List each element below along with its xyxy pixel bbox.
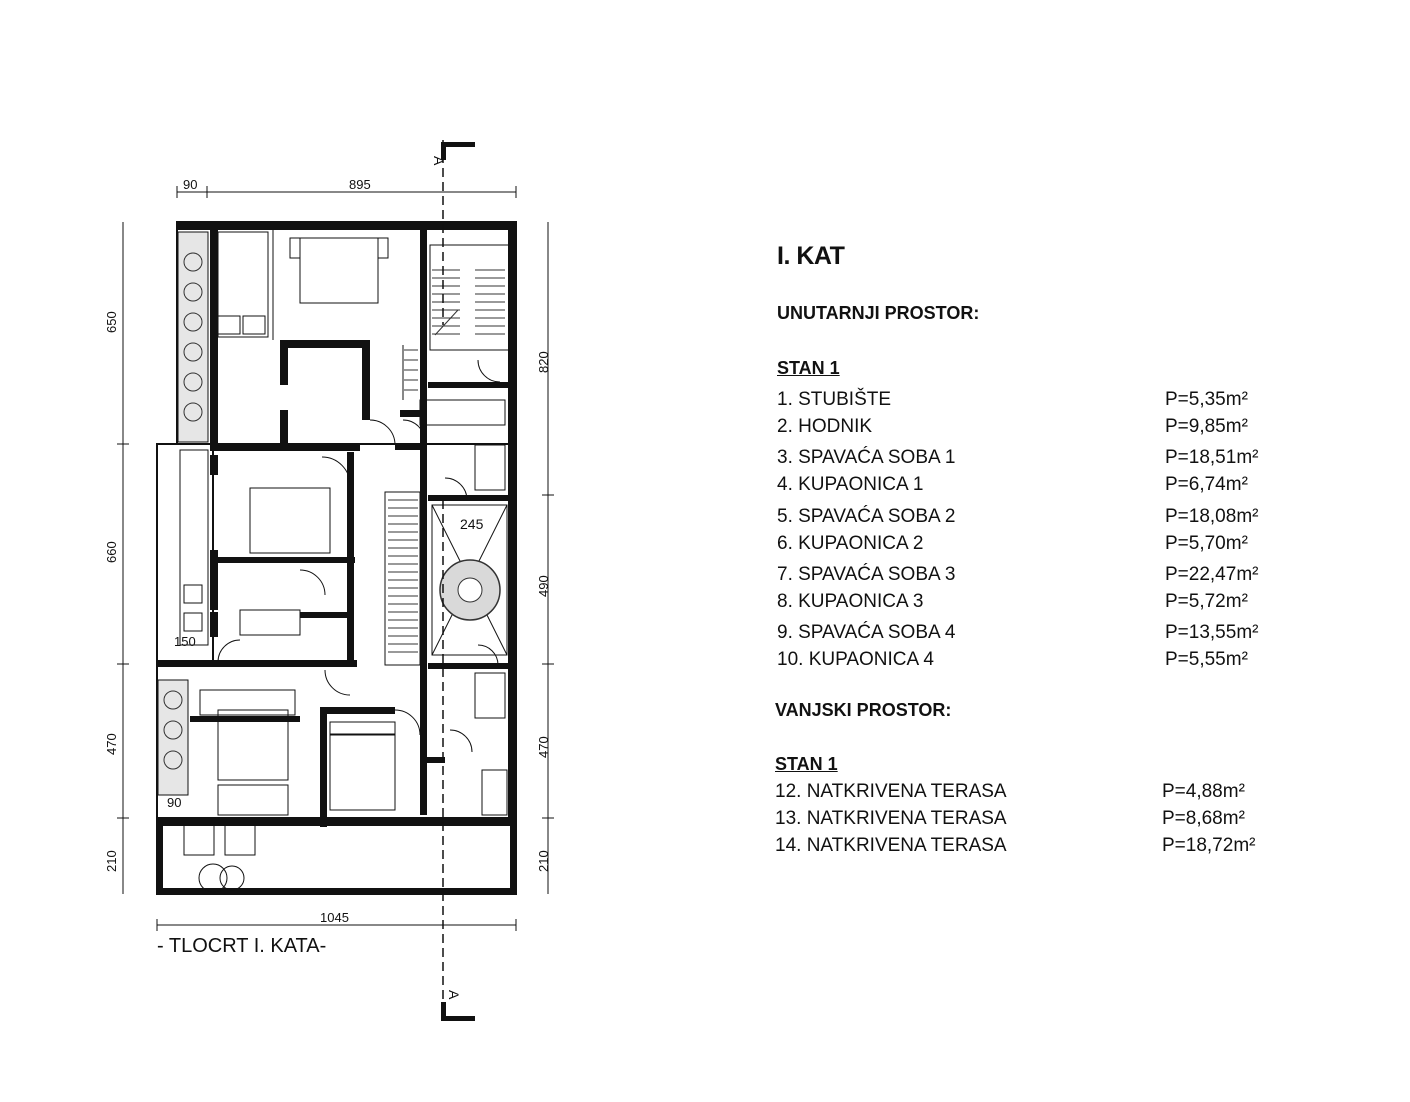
room-name: 3. SPAVAĆA SOBA 1 <box>777 447 956 468</box>
dimension-lines <box>117 186 554 931</box>
terrace-name: 12. NATKRIVENA TERASA <box>775 781 1007 802</box>
room-name: 10. KUPAONICA 4 <box>777 649 934 670</box>
room-area: P=5,72m² <box>1165 591 1248 612</box>
dim-right-3: 470 <box>536 736 551 758</box>
exterior-unit-heading: STAN 1 <box>775 754 838 774</box>
dim-left-3: 470 <box>104 733 119 755</box>
terrace-area: P=18,72m² <box>1162 835 1256 856</box>
dim-left-2: 660 <box>104 541 119 563</box>
room-name: 5. SPAVAĆA SOBA 2 <box>777 506 956 527</box>
room-name: 7. SPAVAĆA SOBA 3 <box>777 564 956 585</box>
exterior-heading: VANJSKI PROSTOR: <box>775 700 952 720</box>
dim-right-1: 820 <box>536 351 551 373</box>
walls <box>157 222 516 894</box>
dim-inner-90: 90 <box>167 795 182 810</box>
room-name: 9. SPAVAĆA SOBA 4 <box>777 622 956 643</box>
planter-bottom <box>157 679 189 796</box>
room-area: P=5,35m² <box>1165 389 1248 410</box>
door-swings <box>217 359 501 753</box>
room-name: 2. HODNIK <box>777 416 873 437</box>
room-area: P=18,51m² <box>1165 447 1259 468</box>
section-label-bottom: A <box>446 990 462 1000</box>
room-area: P=9,85m² <box>1165 416 1248 437</box>
room-area: P=5,70m² <box>1165 533 1248 554</box>
dim-bottom: 1045 <box>320 910 349 925</box>
room-name: 1. STUBIŠTE <box>777 389 892 410</box>
room-name: 8. KUPAONICA 3 <box>777 591 924 612</box>
room-name: 6. KUPAONICA 2 <box>777 533 924 554</box>
terrace-area: P=4,88m² <box>1162 781 1245 802</box>
plan-caption: - TLOCRT I. KATA- <box>157 935 327 957</box>
room-area: P=13,55m² <box>1165 622 1259 643</box>
dim-inner-150: 150 <box>174 634 196 649</box>
room-area: P=6,74m² <box>1165 474 1248 495</box>
dim-right-4: 210 <box>536 850 551 872</box>
dim-top-left: 90 <box>183 177 198 192</box>
interior-heading: UNUTARNJI PROSTOR: <box>777 303 980 323</box>
room-area: P=22,47m² <box>1165 564 1259 585</box>
terrace-area: P=8,68m² <box>1162 808 1245 829</box>
stairs <box>388 269 505 653</box>
section-label-top: A <box>431 156 447 166</box>
terrace-name: 13. NATKRIVENA TERASA <box>775 808 1007 829</box>
interior-lines <box>179 230 511 893</box>
terrace-name: 14. NATKRIVENA TERASA <box>775 835 1007 856</box>
room-name: 4. KUPAONICA 1 <box>777 474 924 495</box>
room-area: P=18,08m² <box>1165 506 1259 527</box>
dim-left-1: 650 <box>104 311 119 333</box>
dim-right-2: 490 <box>536 575 551 597</box>
dim-top-main: 895 <box>349 177 371 192</box>
dim-inner-245: 245 <box>460 516 484 532</box>
tree-symbol <box>439 559 501 621</box>
section-line-a <box>441 140 475 1021</box>
interior-unit-heading: STAN 1 <box>777 358 840 378</box>
planter-top <box>177 231 209 443</box>
floor-title: I. KAT <box>777 242 845 270</box>
room-area: P=5,55m² <box>1165 649 1248 670</box>
dim-left-4: 210 <box>104 850 119 872</box>
